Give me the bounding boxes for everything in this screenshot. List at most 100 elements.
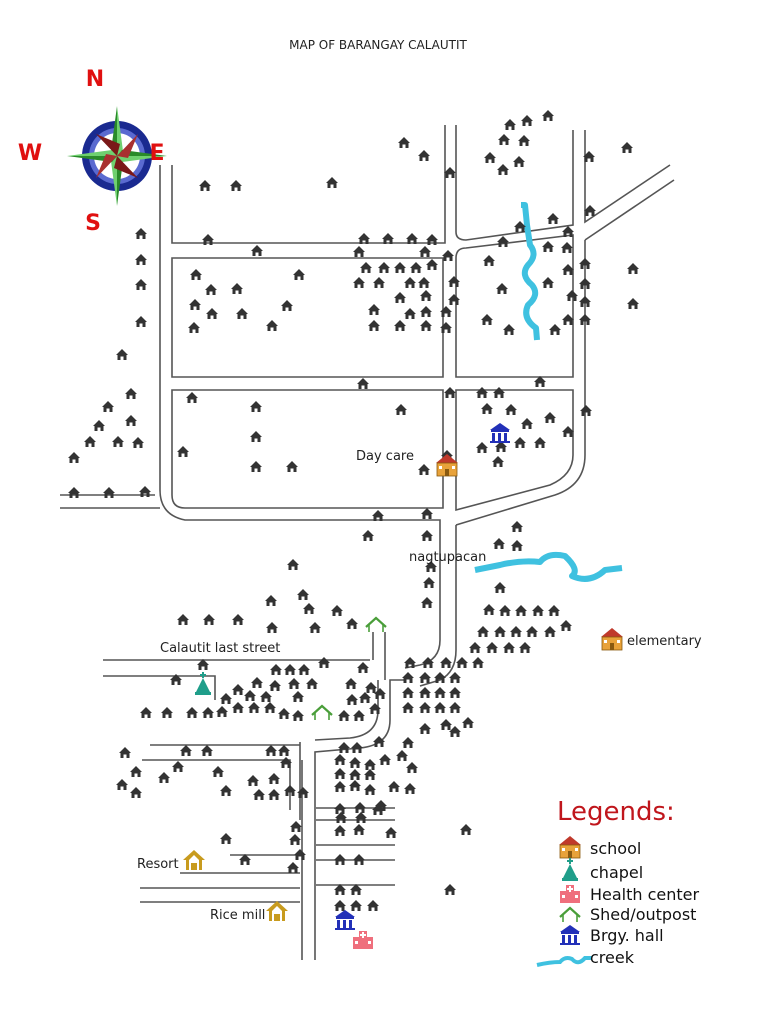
house-icon (197, 659, 209, 670)
house-icon (251, 677, 263, 688)
map-title: MAP OF BARANGAY CALAUTIT (289, 38, 467, 52)
house-icon (486, 642, 498, 653)
house-icon (483, 604, 495, 615)
house-icon (493, 387, 505, 398)
house-icon (404, 657, 416, 668)
house-icon (420, 290, 432, 301)
house-icon (421, 508, 433, 519)
house-icon (125, 388, 137, 399)
legend-label-chapel: chapel (590, 863, 643, 882)
house-markers (68, 110, 639, 911)
house-icon (421, 597, 433, 608)
house-icon (368, 304, 380, 315)
house-icon (139, 486, 151, 497)
house-icon (444, 167, 456, 178)
house-icon (423, 577, 435, 588)
house-icon (253, 789, 265, 800)
house-icon (364, 759, 376, 770)
legend-label-creek: creek (590, 948, 635, 967)
house-icon (420, 306, 432, 317)
house-icon (448, 276, 460, 287)
house-icon (483, 255, 495, 266)
house-icon (353, 824, 365, 835)
house-icon (278, 708, 290, 719)
house-icon (440, 719, 452, 730)
house-icon (202, 234, 214, 245)
road-network (60, 125, 675, 960)
house-icon (472, 657, 484, 668)
house-icon (180, 745, 192, 756)
house-icon (442, 250, 454, 261)
house-icon (335, 812, 347, 823)
house-icon (280, 757, 292, 768)
house-icon (367, 900, 379, 911)
legend-chapel-icon (562, 858, 578, 881)
house-icon (493, 538, 505, 549)
house-icon (135, 228, 147, 239)
house-icon (419, 702, 431, 713)
house-icon (419, 723, 431, 734)
house-icon (248, 702, 260, 713)
house-icon (404, 783, 416, 794)
creek-north (521, 202, 540, 341)
house-icon (379, 754, 391, 765)
creek-south (474, 551, 623, 582)
house-icon (519, 642, 531, 653)
house-icon (334, 803, 346, 814)
house-icon (579, 258, 591, 269)
house-icon (419, 687, 431, 698)
house-icon (382, 233, 394, 244)
house-icon (542, 277, 554, 288)
house-icon (292, 691, 304, 702)
house-icon (418, 464, 430, 475)
house-icon (294, 849, 306, 860)
house-icon (297, 589, 309, 600)
health-center-icon (353, 931, 373, 949)
house-icon (250, 431, 262, 442)
house-icon (284, 785, 296, 796)
house-icon (398, 137, 410, 148)
house-icon (188, 322, 200, 333)
house-icon (544, 412, 556, 423)
house-icon (434, 687, 446, 698)
house-icon (462, 717, 474, 728)
house-icon (357, 378, 369, 389)
house-icon (494, 626, 506, 637)
legend-label-health-center: Health center (590, 885, 700, 904)
house-icon (135, 316, 147, 327)
house-icon (351, 742, 363, 753)
house-icon (365, 682, 377, 693)
house-icon (494, 582, 506, 593)
house-icon (350, 900, 362, 911)
elementary-school-icon (601, 628, 623, 651)
house-icon (532, 605, 544, 616)
house-icon (560, 620, 572, 631)
house-icon (172, 761, 184, 772)
house-icon (584, 205, 596, 216)
house-icon (158, 772, 170, 783)
label-last-street: Calautit last street (160, 641, 280, 656)
house-icon (130, 766, 142, 777)
house-icon (418, 150, 430, 161)
chapel-icon (195, 672, 211, 695)
house-icon (404, 308, 416, 319)
house-icon (360, 262, 372, 273)
house-icon (220, 833, 232, 844)
house-icon (230, 180, 242, 191)
house-icon (548, 605, 560, 616)
house-icon (511, 521, 523, 532)
house-icon (477, 626, 489, 637)
house-icon (394, 320, 406, 331)
house-icon (232, 614, 244, 625)
house-icon (426, 259, 438, 270)
house-icon (186, 707, 198, 718)
house-icon (566, 290, 578, 301)
house-icon (505, 404, 517, 415)
house-icon (583, 151, 595, 162)
house-icon (177, 446, 189, 457)
house-icon (281, 300, 293, 311)
house-icon (373, 736, 385, 747)
house-icon (116, 779, 128, 790)
house-icon (68, 487, 80, 498)
house-icon (189, 299, 201, 310)
